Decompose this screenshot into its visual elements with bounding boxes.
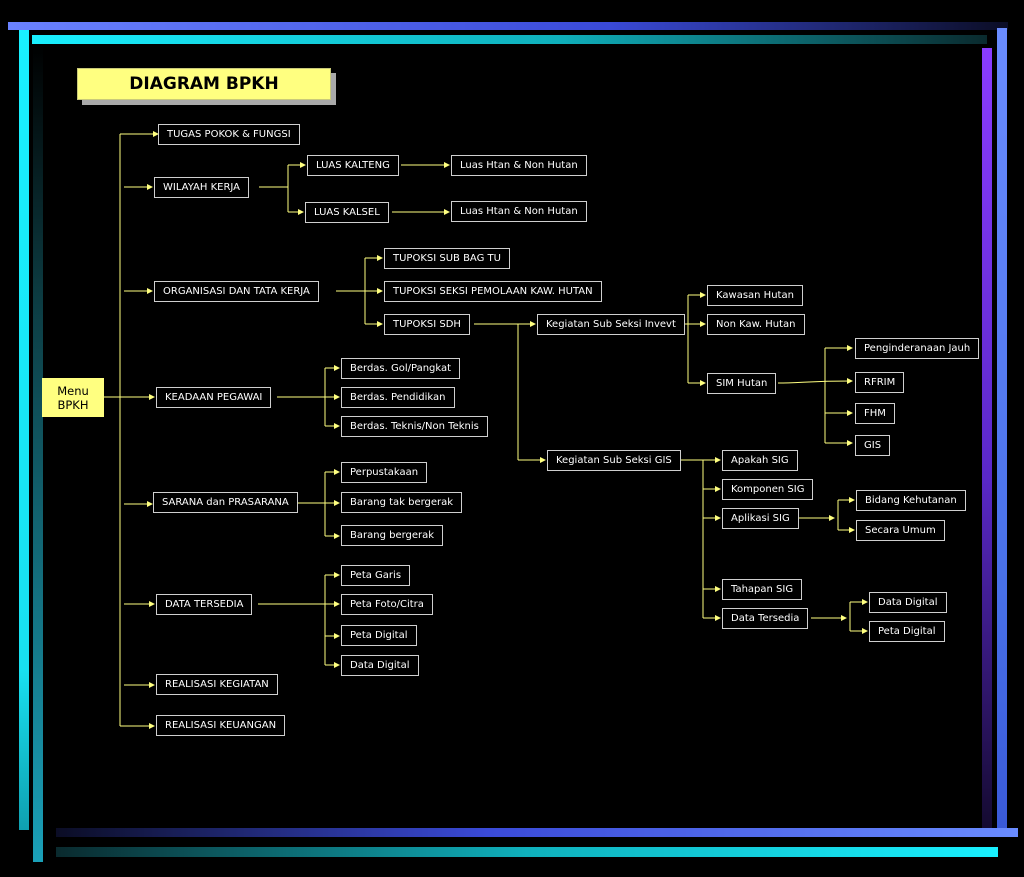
menu-label-line2: BPKH [57, 397, 89, 412]
node-berdas-gol[interactable]: Berdas. Gol/Pangkat [341, 358, 461, 379]
bottom-bar-cyan [56, 847, 998, 857]
node-wilayah-kerja[interactable]: WILAYAH KERJA [154, 177, 250, 198]
node-aplikasi-sig[interactable]: Aplikasi SIG [722, 508, 799, 529]
node-data-digital-sig[interactable]: Data Digital [869, 592, 947, 613]
node-luas-kalteng[interactable]: LUAS KALTENG [307, 155, 399, 176]
node-gis[interactable]: GIS [855, 435, 891, 456]
node-berdas-pendidikan[interactable]: Berdas. Pendidikan [341, 387, 455, 408]
node-peta-garis[interactable]: Peta Garis [341, 565, 411, 586]
left-bar-teal [33, 44, 43, 862]
node-organisasi[interactable]: ORGANISASI DAN TATA KERJA [154, 281, 319, 302]
node-barang-bergerak[interactable]: Barang bergerak [341, 525, 444, 546]
node-tahapan-sig[interactable]: Tahapan SIG [722, 579, 803, 600]
node-berdas-teknis[interactable]: Berdas. Teknis/Non Teknis [341, 416, 488, 437]
right-bar-purple [982, 48, 992, 828]
menu-label-line1: Menu [57, 383, 89, 398]
node-barang-tak-bergerak[interactable]: Barang tak bergerak [341, 492, 463, 513]
node-kegiatan-invevt[interactable]: Kegiatan Sub Seksi Invevt [537, 314, 685, 335]
node-kawasan-hutan[interactable]: Kawasan Hutan [707, 285, 803, 306]
node-peta-digital-sig[interactable]: Peta Digital [869, 621, 945, 642]
node-realisasi-keuangan[interactable]: REALISASI KEUANGAN [156, 715, 286, 736]
node-peta-foto-citra[interactable]: Peta Foto/Citra [341, 594, 433, 615]
node-komponen-sig[interactable]: Komponen SIG [722, 479, 814, 500]
top-bar-blue [8, 22, 1008, 30]
node-data-tersedia[interactable]: DATA TERSEDIA [156, 594, 253, 615]
node-tupoksi-sub-bag-tu[interactable]: TUPOKSI SUB BAG TU [384, 248, 510, 269]
node-kegiatan-gis[interactable]: Kegiatan Sub Seksi GIS [547, 450, 681, 471]
node-fhm[interactable]: FHM [855, 403, 895, 424]
node-luas-htan-kalteng[interactable]: Luas Htan & Non Hutan [451, 155, 587, 176]
node-bidang-kehutanan[interactable]: Bidang Kehutanan [856, 490, 966, 511]
node-rfrim[interactable]: RFRIM [855, 372, 905, 393]
node-luas-htan-kalsel[interactable]: Luas Htan & Non Hutan [451, 201, 587, 222]
node-sarana-prasarana[interactable]: SARANA dan PRASARANA [153, 492, 298, 513]
top-bar-cyan [32, 35, 987, 44]
diagram-title: DIAGRAM BPKH [129, 74, 279, 94]
node-tugas-pokok[interactable]: TUGAS POKOK & FUNGSI [158, 124, 300, 145]
node-tupoksi-sdh[interactable]: TUPOKSI SDH [384, 314, 470, 335]
node-tupoksi-seksi-pemolaan[interactable]: TUPOKSI SEKSI PEMOLAAN KAW. HUTAN [384, 281, 602, 302]
right-bar-blue [997, 28, 1007, 828]
node-data-digital[interactable]: Data Digital [341, 655, 419, 676]
node-realisasi-kegiatan[interactable]: REALISASI KEGIATAN [156, 674, 278, 695]
node-data-tersedia-sig[interactable]: Data Tersedia [722, 608, 809, 629]
bottom-bar-blue [56, 828, 1018, 837]
node-apakah-sig[interactable]: Apakah SIG [722, 450, 798, 471]
node-peta-digital[interactable]: Peta Digital [341, 625, 417, 646]
node-non-kaw-hutan[interactable]: Non Kaw. Hutan [707, 314, 805, 335]
node-secara-umum[interactable]: Secara Umum [856, 520, 945, 541]
node-keadaan-pegawai[interactable]: KEADAAN PEGAWAI [156, 387, 272, 408]
node-sim-hutan[interactable]: SIM Hutan [707, 373, 777, 394]
node-perpustakaan[interactable]: Perpustakaan [341, 462, 428, 483]
diagram-title-box: DIAGRAM BPKH [77, 68, 331, 100]
node-penginderaan-jauh[interactable]: Penginderanaan Jauh [855, 338, 980, 359]
left-bar-cyan [19, 30, 29, 830]
node-luas-kalsel[interactable]: LUAS KALSEL [305, 202, 389, 223]
menu-root-node[interactable]: Menu BPKH [42, 378, 104, 417]
